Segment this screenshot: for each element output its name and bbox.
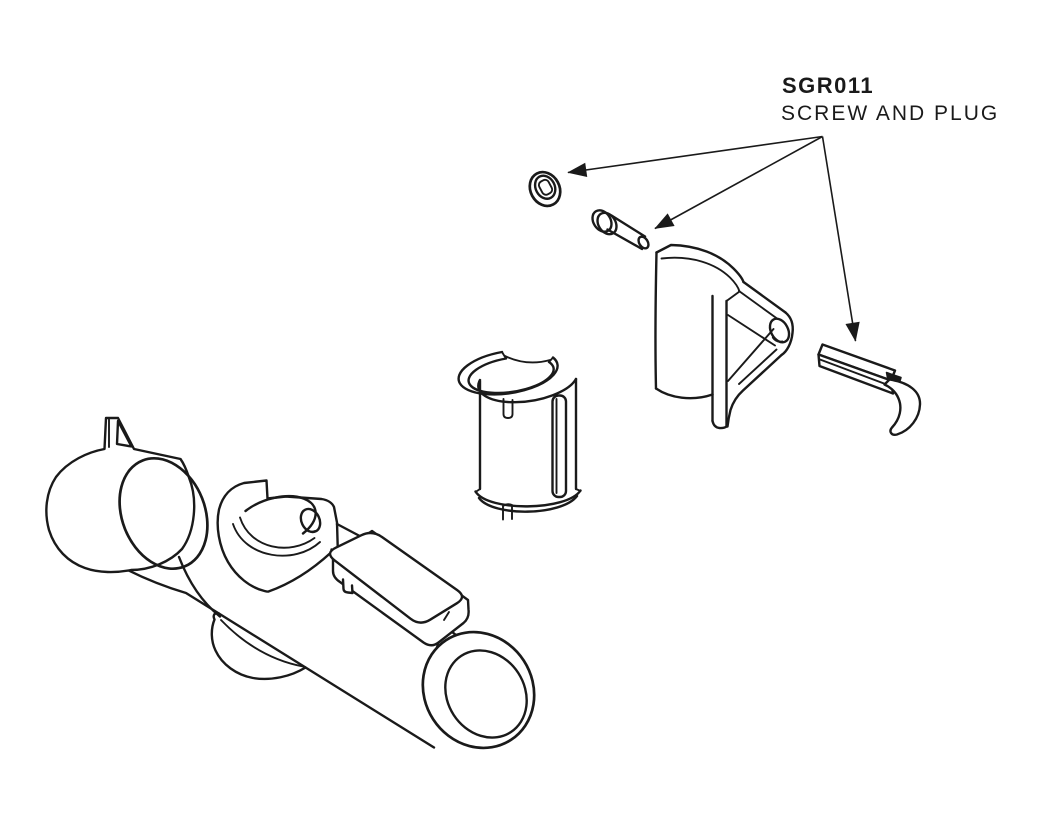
clamp-shell xyxy=(655,245,792,428)
bracket-bottom-chord-inner xyxy=(739,350,777,385)
sleeve-top-tab xyxy=(504,399,513,418)
bracket-hole-inner xyxy=(773,338,783,342)
screw xyxy=(589,207,651,250)
shell-top-outer xyxy=(657,245,744,282)
shell-left-edge xyxy=(655,253,656,389)
sleeve-bottom-tab xyxy=(503,504,512,519)
part-code: SGR011 xyxy=(782,73,874,98)
part-label: SCREW AND PLUG xyxy=(781,102,999,125)
leader-line-screw xyxy=(654,137,823,229)
handset-holder-cup xyxy=(46,418,223,582)
sleeve-bottom-rim-inner xyxy=(479,496,577,512)
holder-cup-opening xyxy=(104,445,223,581)
sleeve-collar-horn-right xyxy=(549,358,553,363)
button-top-face xyxy=(330,533,462,623)
shell-bottom-edge xyxy=(656,389,713,399)
release-button xyxy=(330,531,469,645)
sleeve-slot xyxy=(553,396,567,498)
bracket-top-chord xyxy=(744,282,786,313)
plug-rim-depth xyxy=(534,192,551,211)
cradle-screw-hole-counterbore xyxy=(304,527,315,532)
callout: SGR011 SCREW AND PLUG xyxy=(567,73,999,342)
screw-shaft-top xyxy=(612,216,646,237)
cradle-cavity-rim xyxy=(246,496,316,533)
sleeve-collar-back-rim xyxy=(505,356,550,362)
bracket-brace-1 xyxy=(728,315,775,346)
lever-hook xyxy=(885,380,921,435)
locking-lever xyxy=(819,345,921,435)
shell-top-inner xyxy=(662,258,740,292)
holder-cup-notch-face xyxy=(117,421,132,447)
shell-flange-bottom xyxy=(713,421,727,428)
cradle-inner-wall-rim xyxy=(240,518,315,548)
slider-sleeve xyxy=(459,352,581,520)
plug-outer-rim xyxy=(524,167,566,212)
bracket-bottom-chord xyxy=(728,355,782,427)
plug-inner-rim xyxy=(531,172,559,202)
sleeve-collar-inner xyxy=(469,359,554,393)
body-fin-inner-edge xyxy=(221,620,303,667)
leader-line-lever xyxy=(823,137,860,342)
sleeve-bottom-rim-outer xyxy=(476,491,581,507)
plug xyxy=(524,167,566,212)
cradle-outer-wall-rim xyxy=(233,524,320,556)
lever-chamfer-line xyxy=(820,360,892,387)
body-fin xyxy=(212,613,306,679)
bracket-top-chord-inner xyxy=(739,291,777,319)
leader-line-plug xyxy=(567,137,823,178)
plug-slot xyxy=(537,178,553,196)
sleeve-collar-outer xyxy=(459,352,558,394)
button-clip-notch xyxy=(444,612,449,620)
screw-tip xyxy=(636,235,650,250)
cradle xyxy=(218,481,338,592)
lever-front-face xyxy=(819,355,894,394)
sleeve-collar-horn-left xyxy=(502,352,506,359)
shell-flange-top xyxy=(727,292,740,302)
bracket-tip xyxy=(782,313,793,356)
bracket-hole xyxy=(766,315,793,345)
screw-shaft-bottom xyxy=(608,230,643,250)
bracket-brace-2 xyxy=(728,329,774,381)
button-clip-tab xyxy=(343,580,353,594)
body-end-cap-inner xyxy=(429,635,543,753)
